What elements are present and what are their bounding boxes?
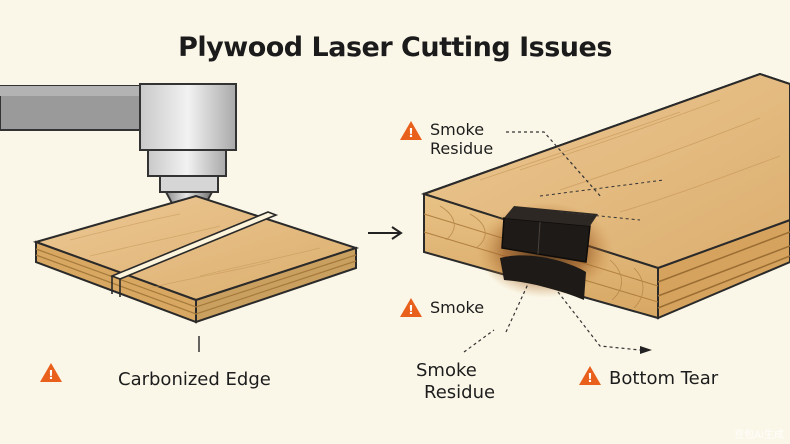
label-smoke-residue-top: Smoke Residue	[430, 120, 493, 158]
label-line: Smoke	[416, 360, 477, 381]
svg-text:!: !	[48, 368, 53, 382]
warning-icon: !	[400, 121, 422, 140]
label-line: Residue	[424, 382, 496, 403]
svg-text:!: !	[408, 126, 413, 140]
warning-icon: !	[579, 366, 601, 385]
laser-head	[0, 83, 237, 238]
warning-icon: !	[400, 298, 422, 317]
label-smoke-residue-bottom: Smoke Residue	[416, 360, 495, 404]
label-carbonized-edge: Carbonized Edge	[118, 369, 271, 390]
label-bottom-tear: Bottom Tear	[609, 368, 719, 389]
svg-text:!: !	[587, 371, 592, 385]
page-title: Plywood Laser Cutting Issues	[178, 32, 612, 63]
right-plywood-plank	[420, 72, 790, 320]
label-line: Residue	[430, 139, 494, 158]
left-plywood-board	[32, 194, 360, 324]
watermark: 豆包AI生成	[734, 430, 784, 441]
label-smoke: Smoke	[430, 298, 485, 317]
transition-arrow	[368, 226, 403, 240]
warning-icon: !	[40, 363, 62, 382]
leader-lines	[463, 131, 641, 353]
svg-text:!: !	[408, 303, 413, 317]
bottom-tear-arrowhead	[640, 346, 652, 354]
label-line: Smoke	[430, 120, 485, 139]
